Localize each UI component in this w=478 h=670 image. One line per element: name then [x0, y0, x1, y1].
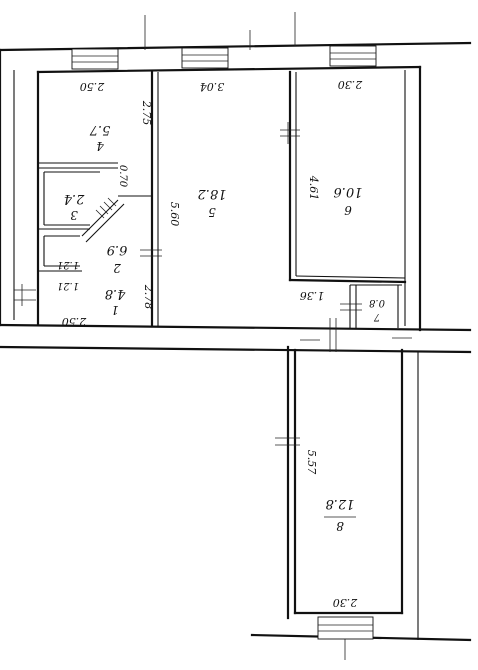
room-labels: 4 5.7 3 2.4 2 6.9 1 4.8 5 18.2 6 10.6 7 … [64, 122, 385, 533]
svg-text:5: 5 [208, 205, 216, 219]
svg-text:4.8: 4.8 [105, 286, 127, 301]
room-3-label: 3 2.4 [64, 191, 86, 222]
dimension-labels: 2.50 2.75 0.70 1.21 1.21 2.78 2.50 3.04 … [57, 78, 363, 609]
dim-room8-width: 2.30 [333, 596, 359, 609]
dim-room1-depth: 2.78 [142, 284, 155, 310]
svg-text:10.6: 10.6 [334, 184, 363, 199]
interior-walls [14, 70, 412, 446]
dim-wc-width: 1.21 [57, 280, 79, 291]
room-1-label: 1 4.8 [105, 286, 127, 317]
dim-room4-depth: 2.75 [140, 100, 153, 126]
dim-corridor-width: 0.70 [117, 165, 128, 188]
dim-room6-depth: 4.61 [307, 175, 320, 201]
svg-text:6.9: 6.9 [107, 242, 128, 257]
svg-text:2: 2 [113, 261, 122, 275]
svg-text:0.8: 0.8 [369, 297, 385, 308]
room-2-label: 2 6.9 [107, 242, 128, 275]
window-room8 [317, 616, 374, 640]
dim-bath-width: 1.21 [57, 259, 79, 270]
dim-room8-depth: 5.57 [305, 450, 318, 475]
dim-room5-width: 3.04 [200, 80, 225, 93]
room-5-label: 5 18.2 [198, 186, 227, 219]
room-7-label: 7 0.8 [369, 297, 385, 322]
window-room5 [181, 47, 229, 69]
svg-text:5.7: 5.7 [89, 122, 110, 137]
svg-text:12.8: 12.8 [326, 496, 355, 511]
window-room6 [329, 45, 377, 67]
window-room4 [71, 48, 119, 70]
svg-text:6: 6 [344, 203, 352, 217]
dim-room1-width: 2.50 [62, 315, 88, 328]
dim-room5-depth: 5.60 [168, 202, 181, 227]
room-4-label: 4 5.7 [89, 122, 110, 153]
outer-walls [0, 12, 472, 660]
svg-text:7: 7 [373, 311, 380, 322]
svg-text:1: 1 [111, 303, 119, 317]
svg-text:3: 3 [70, 208, 78, 222]
svg-text:4: 4 [96, 139, 105, 153]
svg-text:2.4: 2.4 [64, 191, 86, 206]
dim-room4-width: 2.50 [80, 80, 106, 93]
room-8-label: 8 12.8 [324, 496, 356, 533]
room-6-label: 6 10.6 [334, 184, 363, 217]
windows [71, 45, 377, 640]
svg-text:8: 8 [336, 519, 344, 533]
dim-closet-width: 1.36 [300, 289, 325, 302]
svg-text:18.2: 18.2 [198, 186, 227, 201]
dim-room6-width: 2.30 [338, 78, 364, 91]
